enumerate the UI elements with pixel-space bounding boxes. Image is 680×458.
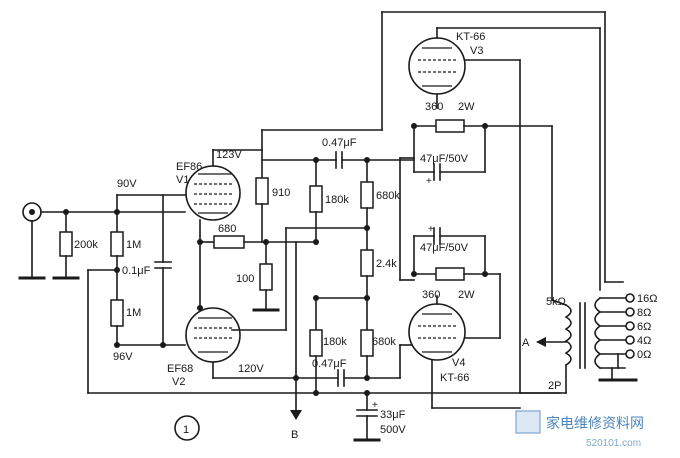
resistor-2-4k (360, 249, 374, 277)
tap-16-terminal[interactable] (625, 293, 635, 303)
label-v2-name: V2 (172, 376, 185, 388)
resistor-180k-top (309, 185, 323, 213)
label-tap-6: 6Ω (637, 321, 651, 333)
resistor-360-top (435, 119, 465, 133)
label-plus-bottom: + (428, 224, 434, 235)
tube-v2 (185, 307, 241, 363)
tap-8-terminal[interactable] (625, 307, 635, 317)
label-tap-4: 4Ω (637, 335, 651, 347)
arrow-b-icon (290, 410, 302, 420)
tube-v3 (408, 37, 466, 95)
label-v1-voltage: 123V (216, 149, 242, 161)
tap-terminals (625, 293, 635, 359)
label-47uf-top: 47μF/50V (420, 153, 469, 165)
label-047-bottom: 0.47μF (312, 358, 347, 370)
resistor-1m-top (110, 231, 124, 257)
resistor-910 (255, 177, 269, 205)
label-200k: 200k (74, 239, 98, 251)
arrow-a-icon (536, 337, 546, 347)
label-b: B (291, 429, 298, 441)
label-500v: 500V (380, 424, 406, 436)
label-v3-type: KT-66 (456, 31, 485, 43)
label-v4-name: V4 (452, 357, 465, 369)
label-tap-8: 8Ω (637, 307, 651, 319)
label-360-top: 360 (425, 101, 443, 113)
label-1m-bottom: 1M (126, 307, 141, 319)
label-v2-type: EF68 (167, 363, 193, 375)
resistor-1m-bottom (110, 299, 124, 327)
label-910: 910 (272, 187, 290, 199)
figure-number-circle (174, 415, 200, 441)
input-jack (18, 202, 46, 280)
output-transformer (564, 296, 602, 370)
label-tap-16: 16Ω (637, 293, 657, 305)
label-5k-ohm: 5kΩ (546, 296, 566, 308)
resistor-180k-bottom (309, 329, 323, 357)
label-180k-top: 180k (325, 194, 349, 206)
label-2w-top: 2W (458, 101, 475, 113)
tube-v4 (408, 303, 466, 361)
label-a: A (522, 337, 530, 349)
resistor-680 (213, 235, 245, 249)
watermark-logo-icon (515, 410, 541, 434)
label-680k-top: 680k (376, 190, 400, 202)
label-plus-top: + (426, 176, 432, 187)
label-90v: 90V (117, 178, 137, 190)
label-047-top: 0.47μF (322, 137, 357, 149)
label-100: 100 (236, 273, 254, 285)
tube-v1 (185, 165, 241, 221)
label-1m-top: 1M (126, 239, 141, 251)
label-plus-33: + (372, 400, 378, 411)
label-2-4k: 2.4k (376, 258, 397, 270)
label-v3-name: V3 (470, 45, 483, 57)
label-v4-type: KT-66 (440, 372, 469, 384)
label-680k-bottom: 680k (372, 336, 396, 348)
figure-number: 1 (183, 424, 189, 436)
label-v1-type: EF86 (176, 161, 202, 173)
watermark: 家电维修资料网 520101.com (515, 410, 644, 449)
label-2p: 2P (548, 380, 561, 392)
label-v2-voltage: 120V (238, 363, 264, 375)
label-96v: 96V (113, 351, 133, 363)
watermark-text: 家电维修资料网 (546, 415, 644, 432)
tap-6-terminal[interactable] (625, 321, 635, 331)
label-360-bottom: 360 (422, 289, 440, 301)
tap-0-terminal[interactable] (625, 349, 635, 359)
label-680: 680 (218, 223, 236, 235)
tap-4-terminal[interactable] (625, 335, 635, 345)
resistor-360-bottom (435, 267, 465, 281)
resistor-100 (259, 263, 273, 291)
label-180k-bottom: 180k (323, 336, 347, 348)
label-47uf-bottom: 47μF/50V (420, 242, 469, 254)
resistor-680k-top (360, 181, 374, 209)
label-tap-0: 0Ω (637, 349, 651, 361)
label-c-0-1uf: 0.1μF (122, 265, 151, 277)
label-2w-bottom: 2W (458, 289, 475, 301)
resistor-200k (59, 231, 73, 257)
label-33uf: 33μF (380, 409, 406, 421)
watermark-url: 520101.com (586, 438, 641, 449)
label-v1-name: V1 (176, 174, 189, 186)
